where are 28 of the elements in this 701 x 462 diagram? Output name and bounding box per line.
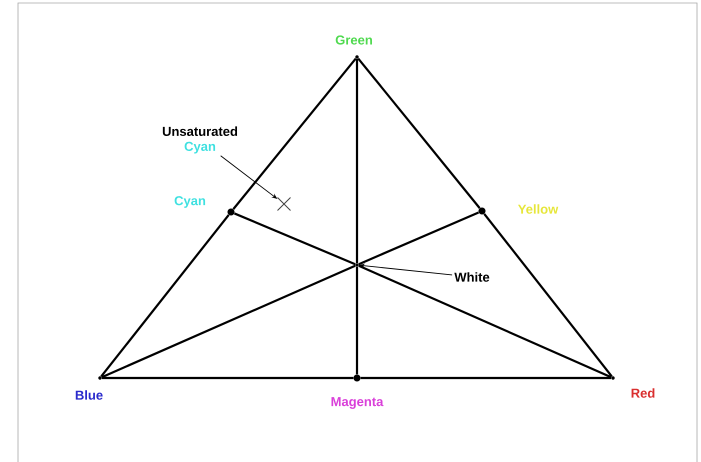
line <box>483 213 613 378</box>
point-label: Unsaturated Cyan <box>162 126 238 154</box>
line <box>356 266 358 374</box>
corner-label: Cyan <box>174 196 206 208</box>
vertex-point <box>98 376 102 380</box>
dot <box>228 208 234 216</box>
line <box>102 376 354 380</box>
vertex-point <box>611 376 615 380</box>
point-label: White <box>454 272 490 282</box>
line <box>100 214 230 378</box>
vertex-point <box>355 55 359 59</box>
line <box>101 264 356 378</box>
line <box>234 212 356 266</box>
line <box>232 58 357 210</box>
line <box>358 211 480 266</box>
line <box>358 264 612 378</box>
line <box>356 58 358 264</box>
corner-label: Blue <box>76 390 103 400</box>
dot <box>478 208 486 214</box>
corner-label: Yellow <box>518 204 558 214</box>
vertex-point <box>355 263 359 267</box>
corner-label: Magenta <box>332 397 384 409</box>
line <box>360 376 612 380</box>
cross-mark <box>277 197 291 211</box>
line <box>357 58 481 209</box>
corner-label: Red <box>632 388 654 398</box>
corner-label: Green <box>336 35 372 45</box>
dot <box>354 374 360 382</box>
